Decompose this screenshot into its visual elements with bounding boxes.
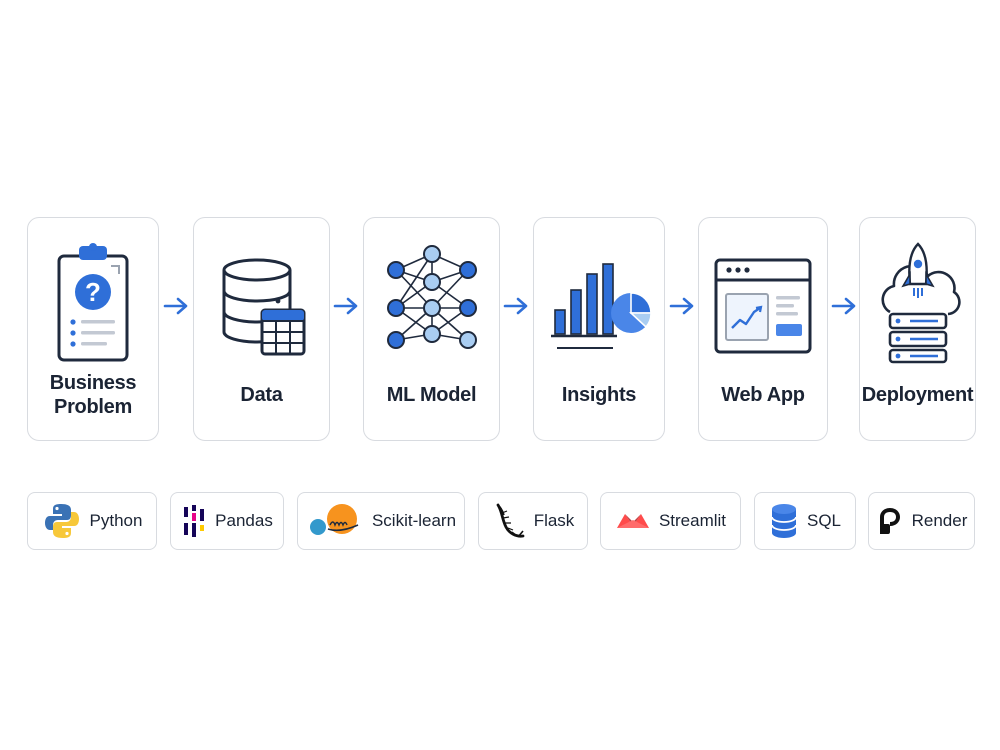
stage-web-app: Web App <box>698 217 828 441</box>
stage-ml-model: ML Model <box>363 217 500 441</box>
python-logo-icon <box>44 504 79 538</box>
tool-render: Render <box>868 492 975 550</box>
stage-insights: Insights <box>533 217 665 441</box>
rocket-cloud-server-icon <box>880 242 961 364</box>
arrow-right-icon <box>669 297 694 315</box>
tool-label: Render <box>911 511 968 530</box>
arrow-right-icon <box>831 297 856 315</box>
tool-sql: SQL <box>754 492 856 550</box>
arrow-right-icon <box>333 297 358 315</box>
tool-streamlit: Streamlit <box>600 492 741 550</box>
stage-label: Insights <box>561 384 637 406</box>
scikit-learn-logo-icon <box>309 504 359 535</box>
tool-label: Flask <box>533 511 575 530</box>
tool-scikit-learn: Scikit-learn <box>297 492 465 550</box>
tool-label: Python <box>89 511 143 530</box>
browser-window-chart-icon <box>714 258 812 354</box>
tool-label: Streamlit <box>658 511 727 530</box>
stage-label: Data <box>240 384 283 406</box>
database-table-icon <box>222 258 305 356</box>
stage-label: Web App <box>721 384 805 406</box>
tool-pandas: Pandas <box>170 492 284 550</box>
pandas-logo-icon <box>184 505 205 537</box>
arrow-right-icon <box>503 297 528 315</box>
streamlit-logo-icon <box>616 514 649 528</box>
tool-label: Scikit-learn <box>371 511 457 530</box>
render-logo-icon <box>879 508 900 534</box>
bar-pie-chart-icon <box>551 263 651 349</box>
flask-logo-icon <box>496 503 525 538</box>
tool-python: Python <box>27 492 157 550</box>
arrow-right-icon <box>163 297 188 315</box>
stage-data: Data <box>193 217 330 441</box>
tool-label: Pandas <box>215 511 273 530</box>
tool-flask: Flask <box>478 492 588 550</box>
stage-label: ML Model <box>386 384 477 406</box>
clipboard-question-icon: ? <box>57 243 129 362</box>
stage-deployment: Deployment <box>859 217 976 441</box>
tool-label: SQL <box>806 511 842 530</box>
svg-text:?: ? <box>85 277 101 307</box>
database-icon <box>771 504 797 538</box>
stage-label: Deployment <box>861 384 974 406</box>
neural-network-icon <box>386 245 477 349</box>
